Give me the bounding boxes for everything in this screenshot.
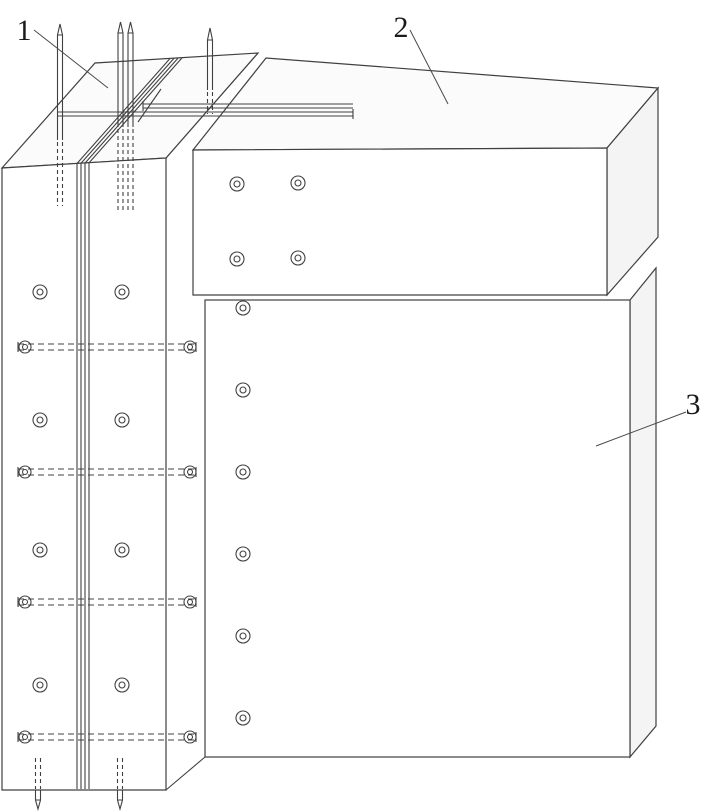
- tie-rod: [17, 595, 197, 609]
- tie-rod: [17, 465, 197, 479]
- reference-labels: 1 2 3: [17, 11, 701, 447]
- column-bottom-right-edge: [165, 756, 206, 791]
- column-assembly: [0, 21, 354, 811]
- label-part2: 2: [394, 11, 409, 44]
- tie-rod: [17, 340, 197, 354]
- column-front-face: [1, 157, 167, 791]
- rebar-pin: [117, 21, 124, 212]
- label-part3: 3: [686, 388, 701, 421]
- leader-line-2: [409, 29, 449, 105]
- leader-line-3: [595, 411, 687, 447]
- wall-panel: [204, 266, 657, 759]
- wall-side-face: [629, 266, 657, 759]
- beam-front-face: [192, 147, 608, 296]
- rebar-pin: [127, 21, 134, 212]
- rebar-pin: [56, 23, 64, 206]
- leader-line-1: [33, 29, 109, 89]
- tie-rod: [17, 730, 197, 744]
- rebar-pin-bottom: [34, 758, 42, 811]
- rod-end: [183, 465, 197, 479]
- label-part1: 1: [17, 14, 32, 47]
- rebar-pin-bottom: [116, 758, 124, 811]
- wall-front-face: [204, 299, 631, 758]
- rod-end: [183, 340, 197, 354]
- rod-end: [183, 595, 197, 609]
- beam: [191, 57, 660, 297]
- horizontal-rebar: [57, 88, 354, 123]
- rebar-pin: [206, 27, 214, 114]
- rod-end: [183, 730, 197, 744]
